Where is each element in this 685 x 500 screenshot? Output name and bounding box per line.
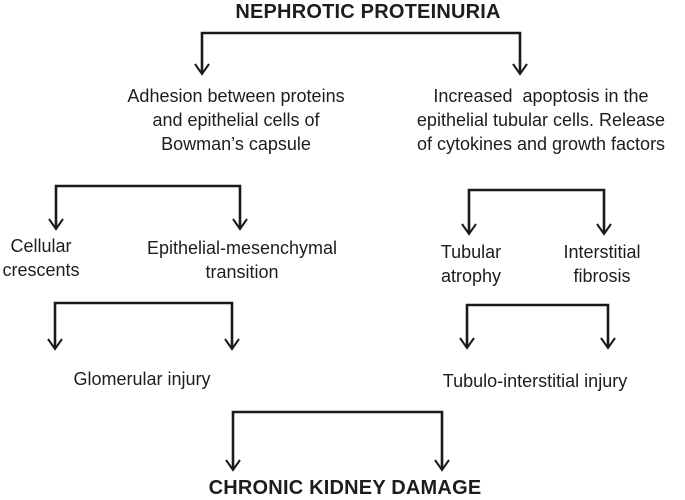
node-apoptosis: Increased apoptosis in the epithelial tu… <box>417 84 665 156</box>
node-apoptosis-line3: of cytokines and growth factors <box>416 134 666 154</box>
arrow-bottom-merge <box>225 410 450 472</box>
node-glomerular-injury-line1: Glomerular injury <box>73 369 211 389</box>
page-title: NEPHROTIC PROTEINURIA <box>235 1 501 23</box>
node-tubular-atrophy-line2: atrophy <box>440 266 502 286</box>
arrow-top-split <box>194 31 528 76</box>
node-glomerular-injury: Glomerular injury <box>73 367 210 391</box>
arrow-down-icon <box>224 338 240 351</box>
node-adhesion-line2: and epithelial cells of <box>152 110 320 130</box>
node-tubulo-interstitial-injury-line1: Tubulo-interstitial injury <box>442 371 628 391</box>
node-adhesion-line3: Bowman’s capsule <box>161 134 311 154</box>
arrow-down-icon <box>194 63 210 76</box>
node-emt-line2: transition <box>205 262 279 282</box>
arrow-down-icon <box>47 338 63 351</box>
node-cellular-crescents-line2: crescents <box>2 260 80 280</box>
arrow-down-icon <box>512 63 528 76</box>
node-cellular-crescents-line1: Cellular <box>10 236 72 256</box>
node-epithelial-mesenchymal-transition: Epithelial-mesenchymal transition <box>147 236 337 284</box>
arrow-down-icon <box>225 459 241 472</box>
node-interstitial-fibrosis: Interstitial fibrosis <box>563 240 640 288</box>
node-tubular-atrophy: Tubular atrophy <box>441 240 501 288</box>
node-interstitial-fibrosis-line2: fibrosis <box>573 266 631 286</box>
arrow-left-split <box>48 184 248 231</box>
arrow-down-icon <box>600 337 616 350</box>
arrow-right-split <box>461 188 612 236</box>
node-apoptosis-line1: Increased apoptosis in the <box>433 86 649 106</box>
node-apoptosis-line2: epithelial tubular cells. Release <box>416 110 666 130</box>
conclusion-title: CHRONIC KIDNEY DAMAGE <box>208 477 482 499</box>
arrow-down-icon <box>459 337 475 350</box>
node-emt-line1: Epithelial-mesenchymal <box>146 238 338 258</box>
node-cellular-crescents: Cellular crescents <box>2 234 79 282</box>
arrow-right-merge <box>459 303 616 350</box>
arrow-left-merge <box>47 301 240 351</box>
arrow-down-icon <box>434 459 450 472</box>
node-tubular-atrophy-line1: Tubular <box>440 242 502 262</box>
node-adhesion: Adhesion between proteins and epithelial… <box>127 84 344 156</box>
arrow-down-icon <box>596 223 612 236</box>
node-tubulo-interstitial-injury: Tubulo-interstitial injury <box>443 369 627 393</box>
arrow-down-icon <box>232 218 248 231</box>
node-interstitial-fibrosis-line1: Interstitial <box>563 242 641 262</box>
arrow-down-icon <box>461 223 477 236</box>
arrow-down-icon <box>48 218 64 231</box>
node-adhesion-line1: Adhesion between proteins <box>127 86 345 106</box>
